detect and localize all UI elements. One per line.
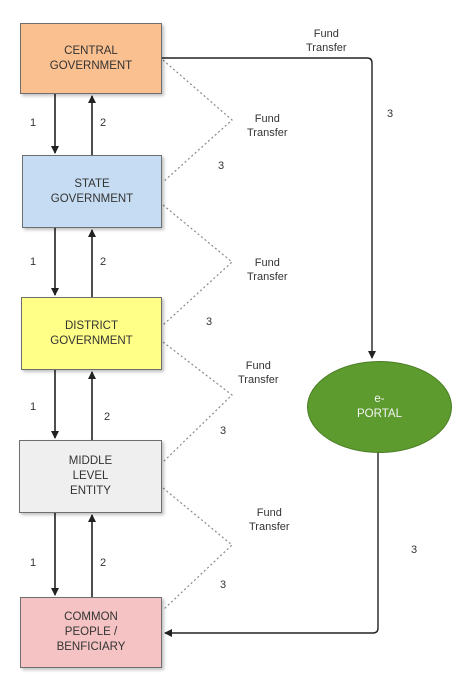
step-label-transfer: 3	[218, 160, 225, 172]
fund-transfer-label: Fund Transfer	[306, 28, 347, 54]
step-label-down: 1	[30, 401, 37, 413]
dotted-link-state-district	[162, 204, 233, 326]
common-people-label: COMMON PEOPLE / BENFICIARY	[56, 611, 126, 653]
common-people-box: COMMON PEOPLE / BENFICIARY	[20, 597, 162, 668]
fund-transfer-label: Fund Transfer	[247, 257, 288, 283]
state-government-label: STATE GOVERNMENT	[50, 177, 134, 205]
middle-level-entity-label: MIDDLE LEVEL ENTITY	[68, 455, 113, 497]
step-label-up: 2	[100, 557, 107, 569]
step-label-up: 2	[104, 411, 111, 423]
central-government-box: CENTRAL GOVERNMENT	[20, 23, 162, 94]
dotted-link-district-middle	[162, 341, 233, 463]
step-label-up: 2	[100, 117, 107, 129]
fund-transfer-label: Fund Transfer	[238, 360, 279, 386]
step-label-transfer: 3	[411, 544, 418, 556]
middle-level-entity-box: MIDDLE LEVEL ENTITY	[19, 440, 162, 513]
fund-transfer-label: Fund Transfer	[247, 113, 288, 139]
connector-central-to-portal	[162, 57, 376, 359]
step-label-transfer: 3	[220, 579, 227, 591]
state-government-box: STATE GOVERNMENT	[22, 155, 162, 228]
step-label-down: 1	[30, 256, 37, 268]
step-label-transfer: 3	[387, 108, 394, 120]
step-label-down: 1	[30, 557, 37, 569]
dotted-link-middle-common	[162, 487, 233, 611]
dotted-link-central-state	[162, 59, 233, 183]
e-portal-label: e- PORTAL	[357, 393, 402, 420]
step-label-up: 2	[100, 256, 107, 268]
step-label-transfer: 3	[220, 425, 227, 437]
central-government-label: CENTRAL GOVERNMENT	[49, 44, 133, 72]
step-label-down: 1	[30, 117, 37, 129]
district-government-label: DISTRICT GOVERNMENT	[50, 319, 133, 347]
district-government-box: DISTRICT GOVERNMENT	[21, 297, 162, 370]
fund-transfer-label: Fund Transfer	[249, 507, 290, 533]
step-label-transfer: 3	[206, 316, 213, 328]
connector-portal-to-common	[164, 451, 379, 637]
e-portal-ellipse: e- PORTAL	[307, 361, 452, 453]
